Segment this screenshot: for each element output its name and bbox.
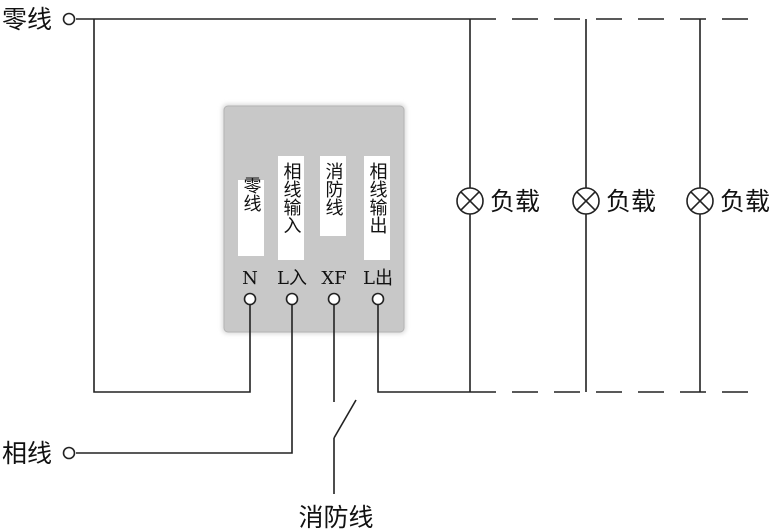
load-label-3: 负载 [720,187,770,216]
tag-bg-phase-in [278,156,304,260]
terminal-name-fire: 消防线 [323,162,344,216]
lamp-cross-b [460,191,480,211]
control-module [223,105,405,333]
terminal-name-phase-out: 相线输出 [367,162,388,234]
phase-input-terminal [62,446,76,460]
load-branch-3: 负载 [686,19,770,392]
fire-line-label: 消防线 [298,503,373,532]
terminal-code-n: N [242,268,258,289]
neutral-line-label: 零线 [2,5,52,34]
lamp-cross-b [690,191,710,211]
terminal-l-out [371,292,385,306]
terminal-name-phase-in: 相线输入 [281,162,302,234]
terminal-code-l-in: L入 [277,268,307,289]
tag-bg-fire [320,156,346,236]
terminal-code-l-out: L出 [363,268,393,289]
terminal-xf [327,292,341,306]
load-label-2: 负载 [606,187,656,216]
neutral-input-terminal [62,12,76,26]
tag-bg-neutral [238,180,264,256]
lamp-cross-b [576,191,596,211]
terminal-codes: N L入 XF L出 [242,268,393,289]
phase-out-wire [377,305,470,393]
phase-in-wire [76,305,293,454]
terminal-code-xf: XF [321,268,346,289]
terminal-n [243,292,257,306]
module-terminals [243,292,385,306]
load-branch-2: 负载 [572,19,656,392]
fire-switch-blade [333,399,357,439]
load-label-1: 负载 [490,187,540,216]
tag-bg-phase-out [364,156,390,260]
neutral-to-module [93,19,251,393]
terminal-l-in [285,292,299,306]
phase-line-label: 相线 [2,439,52,468]
terminal-name-tags: 零线 相线输入 消防线 相线输出 [238,156,390,260]
terminal-name-neutral: 零线 [241,176,262,212]
load-branch-1: 负载 [456,19,540,392]
